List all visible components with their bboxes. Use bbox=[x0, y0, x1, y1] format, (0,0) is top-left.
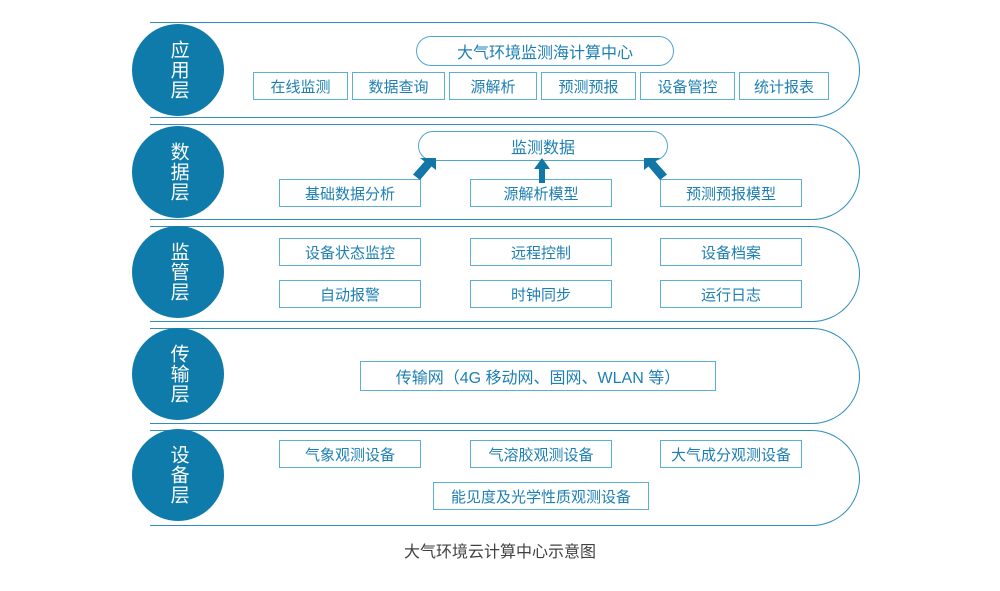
arrow-basic-data-analysis bbox=[413, 158, 436, 180]
dev-box-meteorological-equipment[interactable]: 气象观测设备 bbox=[279, 440, 421, 468]
app-box-device-management[interactable]: 设备管控 bbox=[640, 72, 735, 100]
app-box-source-analysis[interactable]: 源解析 bbox=[449, 72, 537, 100]
data-box-forecast-model[interactable]: 预测预报模型 bbox=[660, 179, 802, 207]
sup-box-device-archive[interactable]: 设备档案 bbox=[660, 238, 802, 266]
app-box-online-monitoring[interactable]: 在线监测 bbox=[253, 72, 348, 100]
layer-circle-supervision: 监管层 bbox=[132, 226, 224, 318]
arrow-forecast-model bbox=[644, 158, 667, 180]
app-box-data-query[interactable]: 数据查询 bbox=[352, 72, 445, 100]
app-box-forecast[interactable]: 预测预报 bbox=[541, 72, 636, 100]
data-box-source-model[interactable]: 源解析模型 bbox=[470, 179, 612, 207]
layer-circle-label-transmission: 传输层 bbox=[167, 344, 189, 404]
data-box-basic-analysis[interactable]: 基础数据分析 bbox=[279, 179, 421, 207]
trans-box-transport-network[interactable]: 传输网（4G 移动网、固网、WLAN 等） bbox=[360, 361, 716, 391]
data-center-pill: 监测数据 bbox=[418, 131, 668, 161]
sup-box-remote-control[interactable]: 远程控制 bbox=[470, 238, 612, 266]
layer-circle-label-supervision: 监管层 bbox=[167, 242, 189, 302]
app-box-statistics-report[interactable]: 统计报表 bbox=[739, 72, 829, 100]
layer-circle-data: 数据层 bbox=[132, 126, 224, 218]
sup-box-operation-log[interactable]: 运行日志 bbox=[660, 280, 802, 308]
sup-box-device-status-monitor[interactable]: 设备状态监控 bbox=[279, 238, 421, 266]
layer-circle-label-device: 设备层 bbox=[167, 445, 189, 505]
layer-circle-label-data: 数据层 bbox=[167, 142, 189, 202]
dev-box-aerosol-equipment[interactable]: 气溶胶观测设备 bbox=[470, 440, 612, 468]
application-center-pill: 大气环境监测海计算中心 bbox=[416, 36, 674, 66]
dev-box-atmospheric-composition-equipment[interactable]: 大气成分观测设备 bbox=[660, 440, 802, 468]
diagram-caption: 大气环境云计算中心示意图 bbox=[403, 544, 596, 561]
layer-circle-device: 设备层 bbox=[132, 429, 224, 521]
sup-box-clock-sync[interactable]: 时钟同步 bbox=[470, 280, 612, 308]
layer-circle-application: 应用层 bbox=[132, 24, 224, 116]
arrow-source-analysis-model bbox=[534, 158, 550, 183]
sup-box-auto-alarm[interactable]: 自动报警 bbox=[279, 280, 421, 308]
dev-box-visibility-optical-equipment[interactable]: 能见度及光学性质观测设备 bbox=[433, 482, 649, 510]
layer-circle-label-application: 应用层 bbox=[167, 40, 189, 100]
layer-circle-transmission: 传输层 bbox=[132, 328, 224, 420]
